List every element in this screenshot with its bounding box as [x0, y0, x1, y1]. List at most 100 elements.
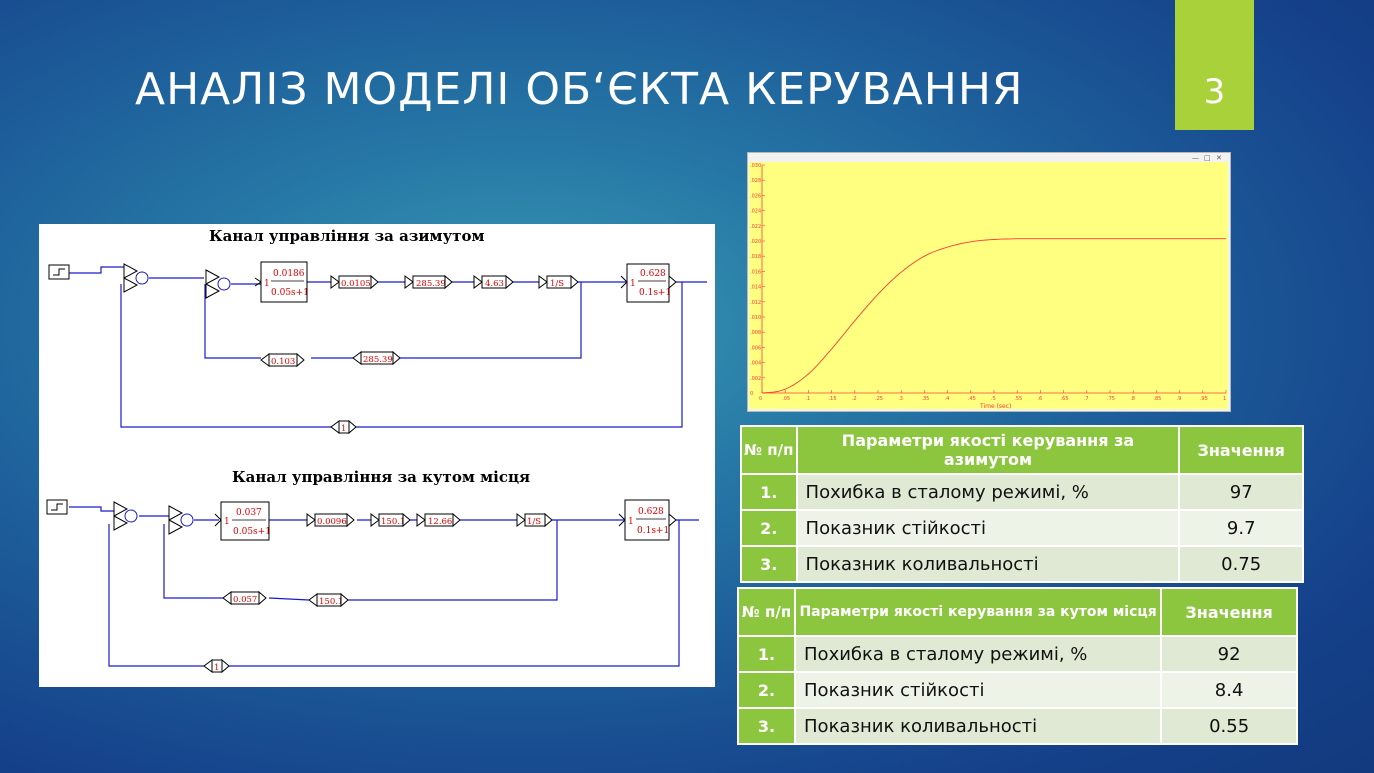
svg-text:0.628: 0.628: [638, 507, 664, 517]
svg-text:0.057: 0.057: [233, 595, 257, 605]
x-tick-label: .55: [1014, 396, 1022, 402]
block-diagram: Канал управління за азимутом Канал управ…: [46, 227, 707, 674]
svg-text:1: 1: [630, 279, 636, 289]
transfer-function-2a: 1 0.037 0.05s+1: [214, 501, 271, 541]
y-tick-label: .024: [750, 209, 761, 215]
maximize-button[interactable]: □: [1204, 154, 1211, 162]
feedback-unity-1: 1: [330, 419, 357, 435]
channel1-title: Канал управління за азимутом: [209, 227, 485, 245]
svg-text:0.0096: 0.0096: [317, 517, 347, 527]
table-row: 2. Показник стійкості 9.7: [740, 509, 1304, 547]
svg-text:4.63: 4.63: [485, 279, 504, 289]
table-row: 3. Показник коливальності 0.55: [736, 707, 1298, 745]
x-tick-label: .4: [945, 396, 950, 402]
x-tick-label: .3: [898, 396, 903, 402]
feedback-gain-1b: 285.39: [352, 350, 401, 366]
sum-junction-2b: [168, 505, 194, 535]
window-controls: — □ ✕: [1192, 154, 1222, 162]
x-tick-label: .65: [1061, 396, 1069, 402]
svg-text:1: 1: [628, 517, 634, 527]
transfer-function-1b: 1 0.628 0.1s+1: [620, 263, 677, 303]
minimize-button[interactable]: —: [1192, 154, 1199, 162]
col-header-parameter: Параметри якості керування за азимутом: [795, 425, 1181, 475]
svg-text:0.1s+1: 0.1s+1: [637, 526, 669, 536]
feedback-gain-2a: 0.057: [222, 590, 267, 606]
gain-block-2b: 150.1: [370, 512, 411, 528]
sum-junction-1b: [205, 269, 231, 299]
svg-text:1: 1: [264, 279, 270, 289]
y-tick-label: .030: [750, 163, 761, 169]
sum-junction-1a: [123, 263, 149, 293]
svg-text:0.05s+1: 0.05s+1: [233, 527, 271, 537]
step-response-chart: — □ ✕ .030.028.026.024.022.020.018.016.0…: [749, 154, 1228, 410]
x-axis-label: Time (sec): [979, 403, 1011, 410]
quality-table-azimuth: № п/п Параметри якості керування за азим…: [740, 425, 1304, 583]
gain-block-1a: 0.0105: [330, 274, 379, 290]
x-tick-label: .45: [968, 396, 976, 402]
x-tick-label: .9: [1177, 396, 1182, 402]
col-header-value: Значення: [1178, 425, 1304, 475]
svg-text:285.39: 285.39: [363, 355, 393, 365]
block-diagram-panel: Канал управління за азимутом Канал управ…: [39, 224, 715, 687]
col-header-number: № п/п: [740, 425, 798, 475]
svg-text:1: 1: [341, 424, 346, 434]
x-tick-label: .25: [875, 396, 883, 402]
quality-table-elevation: № п/п Параметри якості керування за куто…: [736, 587, 1298, 745]
svg-text:0.0105: 0.0105: [341, 279, 371, 289]
step-source-2: [46, 499, 68, 515]
x-tick-label: .6: [1037, 396, 1042, 402]
svg-text:0.037: 0.037: [236, 508, 262, 518]
svg-text:0.103: 0.103: [271, 357, 295, 367]
feedback-unity-2: 1: [203, 658, 230, 674]
x-tick-label: .35: [921, 396, 929, 402]
svg-text:1/S: 1/S: [550, 279, 564, 289]
svg-text:150.1: 150.1: [319, 597, 343, 607]
transfer-function-2b: 1 0.628 0.1s+1: [618, 499, 677, 541]
gain-block-1c: 4.63: [473, 274, 514, 290]
slide-number: 3: [1175, 0, 1254, 130]
svg-text:0.1s+1: 0.1s+1: [639, 288, 671, 298]
y-tick-label: .006: [750, 345, 761, 351]
x-tick-label: .7: [1084, 396, 1089, 402]
step-response-window: — □ ✕ .030.028.026.024.022.020.018.016.0…: [747, 152, 1231, 412]
slide-number-label: 3: [1203, 72, 1226, 112]
y-tick-label: .022: [750, 224, 761, 230]
svg-text:285.39: 285.39: [416, 279, 446, 289]
y-tick-label: .018: [750, 254, 761, 260]
tf1a-numerator: 0.0186: [273, 269, 305, 279]
step-source-1: [48, 264, 70, 280]
svg-text:1: 1: [214, 663, 219, 673]
gain-block-2a: 0.0096: [306, 512, 355, 528]
x-tick-label: .15: [829, 396, 837, 402]
x-tick-label: 1: [1223, 396, 1226, 402]
y-tick-label: .012: [750, 300, 761, 306]
table-row: 1. Похибка в сталому режимі, % 92: [736, 635, 1298, 673]
transfer-function-1a: 1 0.0186 0.05s+1: [254, 261, 309, 303]
tf1a-denominator: 0.05s+1: [271, 288, 309, 298]
x-tick-label: .95: [1200, 396, 1208, 402]
y-tick-label: .014: [750, 285, 761, 291]
gain-block-2c: 12.66: [416, 512, 461, 528]
x-tick-label: .75: [1107, 396, 1115, 402]
integrator-block-1: 1/S: [538, 274, 579, 290]
close-button[interactable]: ✕: [1216, 154, 1222, 162]
y-tick-label: .020: [750, 239, 761, 245]
col-header-parameter: Параметри якості керування за кутом місц…: [794, 587, 1163, 637]
col-header-number: № п/п: [736, 587, 797, 637]
y-tick-label: .016: [750, 269, 761, 275]
x-tick-label: .05: [782, 396, 790, 402]
y-tick-label: .008: [750, 330, 761, 336]
feedback-gain-1a: 0.103: [260, 352, 305, 368]
channel2-title: Канал управління за кутом місця: [232, 468, 530, 486]
svg-text:150.1: 150.1: [381, 517, 405, 527]
table-row: 1. Похибка в сталому режимі, % 97: [740, 473, 1304, 511]
svg-text:1/S: 1/S: [527, 517, 541, 527]
svg-text:1: 1: [224, 517, 230, 527]
slide-title: АНАЛІЗ МОДЕЛІ ОБ‘ЄКТА КЕРУВАННЯ: [135, 64, 1024, 115]
integrator-block-2: 1/S: [516, 512, 553, 528]
series-line: [761, 238, 1226, 394]
x-tick-label: .85: [1153, 396, 1161, 402]
y-tick-label: .010: [750, 315, 761, 321]
sum-junction-2a: [113, 501, 138, 531]
gain-block-1b: 285.39: [404, 274, 453, 290]
